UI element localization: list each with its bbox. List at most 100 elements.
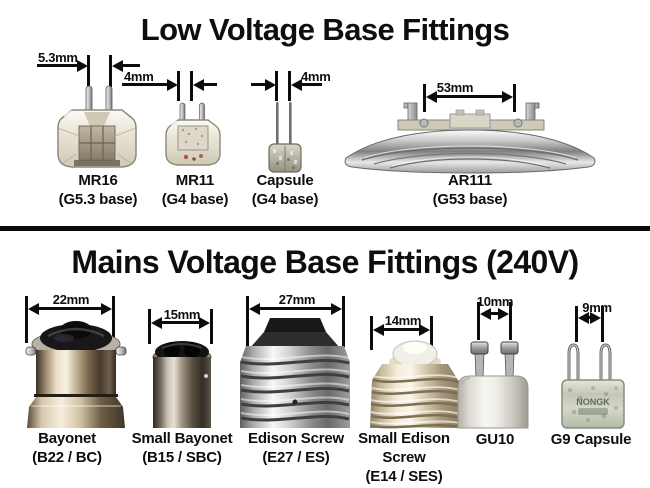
dim-bar — [575, 306, 578, 342]
dim-bar — [513, 84, 516, 112]
fitting-label-ar111: AR111 (G53 base) — [405, 171, 535, 209]
dim-line — [587, 316, 592, 319]
dim-arrowhead-left — [151, 317, 162, 329]
dim-bar — [342, 296, 345, 347]
dim-arrowhead-right — [419, 324, 430, 336]
fitting-name: Small Edison Screw — [358, 430, 450, 466]
dimension-label-gu10: 10mm — [476, 294, 514, 309]
dim-arrowhead-left — [291, 79, 302, 91]
dim-line — [37, 64, 78, 67]
dim-line — [302, 83, 322, 86]
dim-line — [122, 83, 167, 86]
fitting-name: Capsule — [256, 172, 314, 189]
dim-bar — [601, 306, 604, 342]
dim-bar — [87, 55, 90, 87]
dim-line — [37, 307, 103, 310]
dimension-label-capsule: 4mm — [301, 69, 331, 84]
dim-arrowhead-right — [590, 312, 601, 324]
gu10-bulb-image — [457, 341, 529, 429]
fitting-label-capsule: Capsule (G4 base) — [233, 171, 337, 209]
dim-bar — [423, 84, 426, 112]
fitting-name: G9 Capsule — [550, 431, 632, 448]
dim-arrowhead-left — [578, 312, 589, 324]
fitting-label-small-edison-screw: Small Edison Screw (E14 / SES) — [352, 429, 456, 486]
dim-bar — [430, 316, 433, 350]
dim-bar — [148, 309, 151, 344]
bayonet-bulb-image — [25, 321, 127, 428]
dimension-label-mr11: 4mm — [124, 69, 154, 84]
dim-arrowhead-left — [249, 303, 260, 315]
dim-line — [204, 83, 217, 86]
dim-line — [489, 312, 500, 315]
dim-arrowhead-right — [77, 60, 88, 72]
dim-line — [258, 307, 333, 310]
dim-arrowhead-right — [167, 79, 178, 91]
dim-bar — [370, 316, 373, 350]
edison-screw-bulb-image — [240, 318, 350, 428]
dim-bar — [25, 296, 28, 343]
dim-arrowhead-right — [101, 303, 112, 315]
section-title-low-voltage: Low Voltage Base Fittings — [140, 12, 510, 47]
dim-bar — [177, 71, 180, 101]
dim-bar — [210, 309, 213, 344]
mr16-bulb-image — [57, 85, 137, 168]
dimension-label-bayonet: 22mm — [52, 292, 90, 307]
mr11-bulb-image — [165, 102, 221, 166]
dim-arrowhead-right — [199, 317, 210, 329]
fitting-label-edison-screw: Edison Screw (E27 / ES) — [234, 429, 358, 467]
g9-capsule-bulb-image: NONGK — [561, 343, 625, 429]
small-edison-screw-bulb-image — [370, 340, 461, 429]
fitting-name: Edison Screw — [248, 430, 344, 447]
dimension-label-edison: 27mm — [278, 292, 316, 307]
dim-bar — [477, 302, 480, 340]
fitting-name: AR111 — [447, 172, 493, 189]
dim-bar — [288, 71, 291, 101]
fitting-base-code: (E14 / SES) — [365, 468, 443, 485]
fitting-label-gu10: GU10 — [445, 430, 545, 449]
dimension-label-mr16: 5.3mm — [38, 50, 78, 65]
dimension-label-g9: 9mm — [582, 300, 612, 315]
section-divider — [0, 226, 650, 231]
dim-arrowhead-right — [498, 308, 509, 320]
g9-glass-marking: NONGK — [576, 397, 610, 407]
dimension-label-small-bayonet: 15mm — [163, 307, 201, 322]
dim-arrowhead-right — [265, 79, 276, 91]
fitting-label-mr16: MR16 (G5.3 base) — [48, 171, 148, 209]
fitting-base-code: (B15 / SBC) — [142, 449, 222, 466]
fitting-name: MR16 — [78, 172, 118, 189]
small-bayonet-bulb-image — [152, 341, 212, 428]
dim-arrowhead-left — [373, 324, 384, 336]
fitting-name: GU10 — [475, 431, 515, 448]
dim-arrowhead-right — [331, 303, 342, 315]
fitting-label-bayonet: Bayonet (B22 / BC) — [17, 429, 117, 467]
fitting-base-code: (G4 base) — [161, 191, 229, 208]
fitting-name: Small Bayonet — [131, 430, 233, 447]
dim-arrowhead-left — [426, 91, 437, 103]
dimension-label-ar111: 53mm — [436, 80, 474, 95]
dim-line — [123, 64, 140, 67]
dim-bar — [109, 55, 112, 87]
section-title-mains-voltage: Mains Voltage Base Fittings (240V) — [71, 244, 579, 280]
fitting-base-code: (G5.3 base) — [58, 191, 138, 208]
dim-bar — [190, 71, 193, 101]
dim-arrowhead-left — [193, 79, 204, 91]
capsule-bulb-image — [268, 102, 302, 173]
fitting-base-code: (E27 / ES) — [262, 449, 330, 466]
fitting-base-code: (G4 base) — [251, 191, 319, 208]
dim-arrowhead-left — [112, 60, 123, 72]
dim-line — [435, 95, 504, 98]
fitting-label-g9-capsule: G9 Capsule — [539, 430, 643, 449]
dim-bar — [275, 71, 278, 101]
dim-line — [251, 83, 265, 86]
dim-arrowhead-left — [480, 308, 491, 320]
fitting-base-code: (B22 / BC) — [32, 449, 102, 466]
dim-bar — [509, 302, 512, 340]
dim-line — [160, 321, 201, 324]
fitting-name: MR11 — [175, 172, 215, 189]
fitting-name: Bayonet — [38, 430, 96, 447]
dimension-label-small-edison: 14mm — [384, 313, 422, 328]
dim-arrowhead-left — [28, 303, 39, 315]
dim-bar — [246, 296, 249, 347]
ar111-lamp-image — [344, 102, 596, 174]
